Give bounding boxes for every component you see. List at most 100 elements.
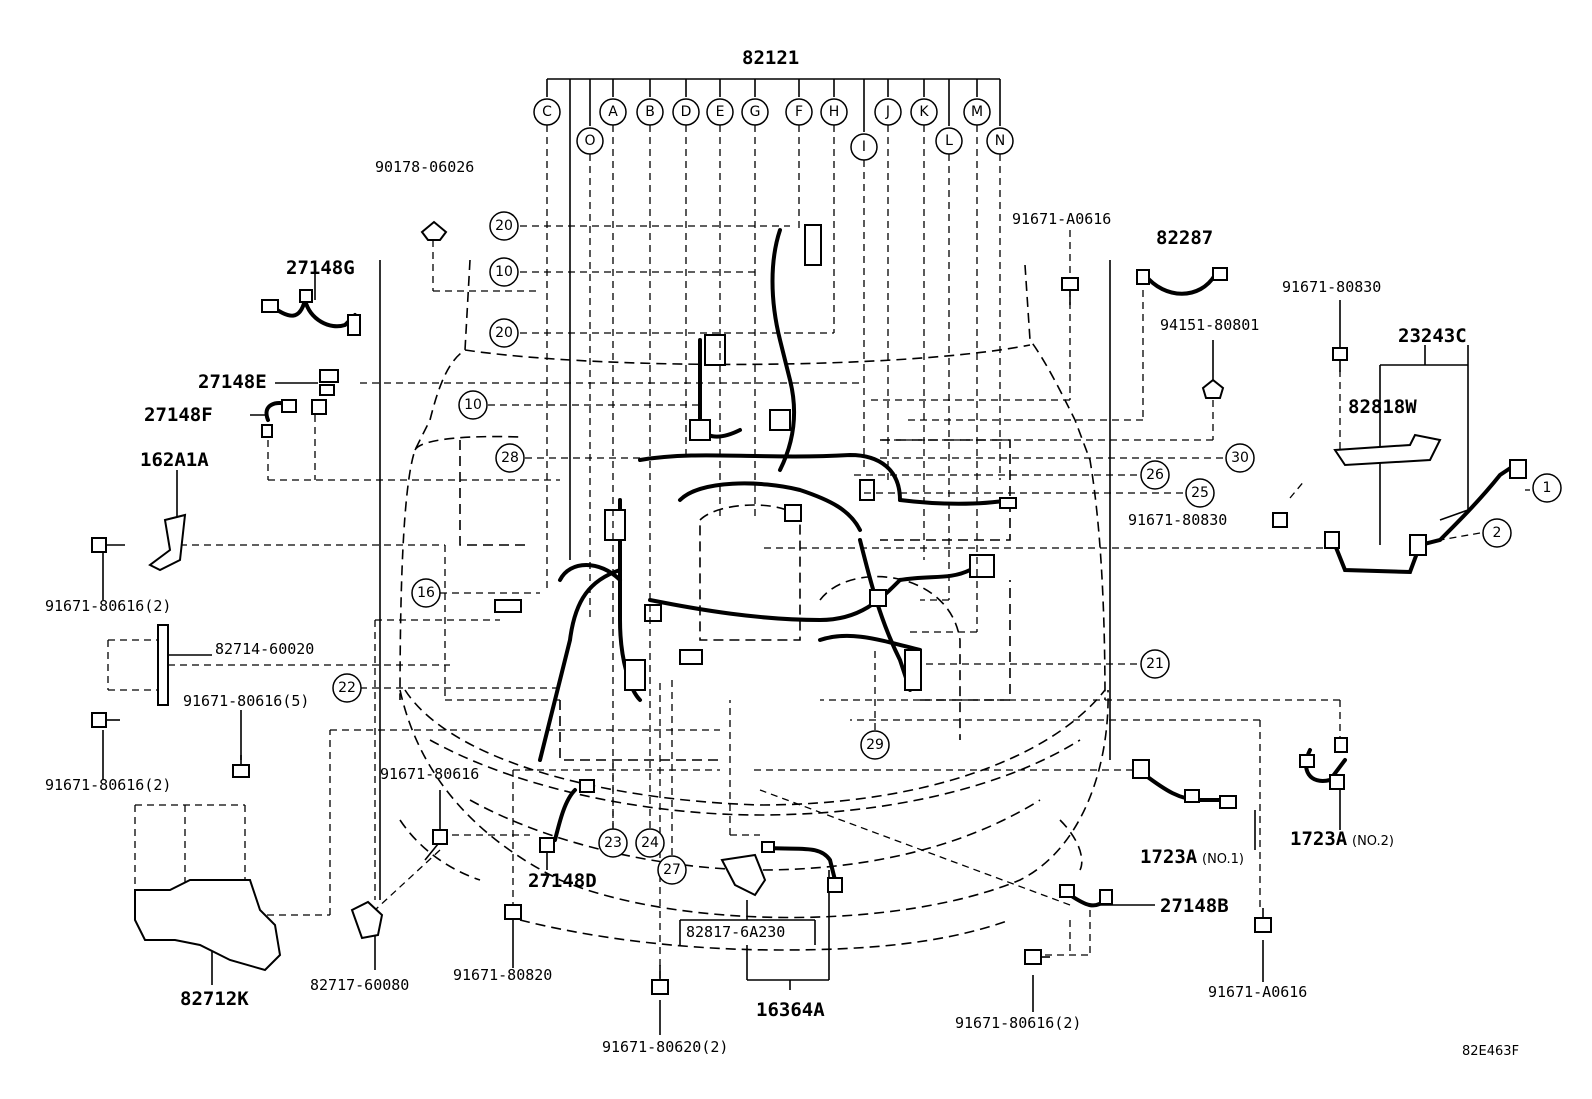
svg-text:30: 30 <box>1231 450 1249 466</box>
connector-27148e <box>319 369 339 383</box>
bolt-91671-80616-5 <box>232 755 250 778</box>
label-1723a-no2: 1723A <box>1290 828 1348 850</box>
callout-26: 26 <box>1140 460 1170 490</box>
callout-20-mid: 20 <box>489 318 519 348</box>
bolt-91671-80830-a <box>1332 347 1348 372</box>
label-82287: 82287 <box>1156 227 1213 249</box>
connector-1723a-no1-a <box>1132 759 1150 779</box>
bolt-91671-80616 <box>424 829 448 861</box>
svg-text:20: 20 <box>495 218 513 234</box>
bolt-91671-80820 <box>504 904 522 930</box>
callout-25: 25 <box>1185 478 1215 508</box>
bracket-82714 <box>157 624 169 706</box>
connector-27148f <box>281 399 297 413</box>
nut-94151 <box>1201 378 1225 399</box>
callout-J: J <box>874 98 902 126</box>
label-82818w: 82818W <box>1348 396 1417 418</box>
label-91671-80830-a: 91671-80830 <box>1282 278 1381 296</box>
bracket-82712k <box>134 879 282 972</box>
label-91671-a0616-top: 91671-A0616 <box>1012 210 1111 228</box>
callout-23: 23 <box>598 828 628 858</box>
label-91671-80830-b: 91671-80830 <box>1128 511 1227 529</box>
label-82817-6a230: 82817-6A230 <box>686 923 785 941</box>
label-162a1a: 162A1A <box>140 449 209 471</box>
part-labels: 82121 90178-06026 27148G 27148E 27148F 1… <box>45 47 1519 1059</box>
callout-E: E <box>706 98 734 126</box>
label-1723a-no1-note: (NO.1) <box>1202 852 1244 867</box>
label-90178-06026: 90178-06026 <box>375 158 474 176</box>
svg-text:16: 16 <box>417 585 435 601</box>
svg-text:23: 23 <box>604 835 622 851</box>
bolt-91671-a0616-top <box>1061 277 1079 305</box>
svg-text:24: 24 <box>641 835 659 851</box>
svg-text:J: J <box>885 104 890 120</box>
connector-27148g-b <box>347 314 361 336</box>
connector-82287-a <box>1136 269 1150 285</box>
label-91671-80616-2b: 91671-80616(2) <box>45 776 171 794</box>
svg-text:G: G <box>750 104 761 120</box>
label-27148e: 27148E <box>198 371 267 393</box>
label-27148b: 27148B <box>1160 895 1229 917</box>
component-drawings <box>91 220 1527 995</box>
label-27148d: 27148D <box>528 870 597 892</box>
label-94151-80801: 94151-80801 <box>1160 316 1259 334</box>
svg-text:F: F <box>795 104 803 120</box>
callout-29: 29 <box>860 730 890 760</box>
bolt-91671-80830-b <box>1272 512 1288 528</box>
bracket-82717 <box>350 900 384 940</box>
label-91671-80616: 91671-80616 <box>380 765 479 783</box>
svg-text:26: 26 <box>1146 467 1164 483</box>
svg-text:10: 10 <box>464 397 482 413</box>
callout-1: 1 <box>1532 473 1562 503</box>
label-1723a-no2-note: (NO.2) <box>1352 834 1394 849</box>
callout-I: I <box>850 133 878 161</box>
callout-10-mid: 10 <box>458 390 488 420</box>
connector-27148d <box>539 837 555 853</box>
callout-L: L <box>935 127 963 155</box>
callout-30: 30 <box>1225 443 1255 473</box>
svg-text:M: M <box>971 104 983 120</box>
part-leader-lines <box>102 230 1530 1035</box>
bolt-91671-80620 <box>651 965 669 995</box>
callout-K: K <box>910 98 938 126</box>
label-91671-80616-2a: 91671-80616(2) <box>45 597 171 615</box>
svg-text:28: 28 <box>501 450 519 466</box>
clip-90178 <box>420 220 448 241</box>
label-82717-60080: 82717-60080 <box>310 976 409 994</box>
label-91671-80620-2: 91671-80620(2) <box>602 1038 728 1056</box>
svg-text:K: K <box>919 104 929 120</box>
bolt-91671-80616-2a <box>91 537 125 553</box>
svg-text:22: 22 <box>338 680 356 696</box>
connector-82287-b <box>1212 267 1228 281</box>
callout-21: 21 <box>1140 649 1170 679</box>
svg-text:D: D <box>681 104 692 120</box>
callout-2: 2 <box>1482 518 1512 548</box>
bolt-91671-80616-2b <box>91 712 120 728</box>
letter-callouts: C O A B D E G F H I J K L M N <box>533 98 1014 161</box>
bracket-82818w <box>1333 433 1442 467</box>
svg-text:10: 10 <box>495 264 513 280</box>
label-91671-80616-2c: 91671-80616(2) <box>955 1014 1081 1032</box>
callout-C: C <box>533 98 561 126</box>
svg-text:29: 29 <box>866 737 884 753</box>
connector-1723a-no2-a <box>1334 737 1348 753</box>
assembly-82121-tree <box>546 78 1001 560</box>
bracket-162a1a <box>148 513 187 572</box>
svg-text:27: 27 <box>663 862 681 878</box>
callout-F: F <box>785 98 813 126</box>
svg-text:E: E <box>716 104 725 120</box>
callout-D: D <box>672 98 700 126</box>
callout-27: 27 <box>657 855 687 885</box>
letter-leader-lines <box>360 125 1223 855</box>
vehicle-body-outline <box>379 259 1111 951</box>
number-callouts: 20 10 20 10 28 16 22 23 24 27 29 21 30 2… <box>332 211 1562 885</box>
label-91671-a0616-bottom: 91671-A0616 <box>1208 983 1307 1001</box>
svg-text:C: C <box>542 104 552 120</box>
callout-B: B <box>636 98 664 126</box>
connector-27148b <box>1059 884 1075 898</box>
label-82121: 82121 <box>742 47 799 69</box>
svg-text:I: I <box>862 139 866 155</box>
bolt-91671-a0616-bottom <box>1254 908 1272 933</box>
